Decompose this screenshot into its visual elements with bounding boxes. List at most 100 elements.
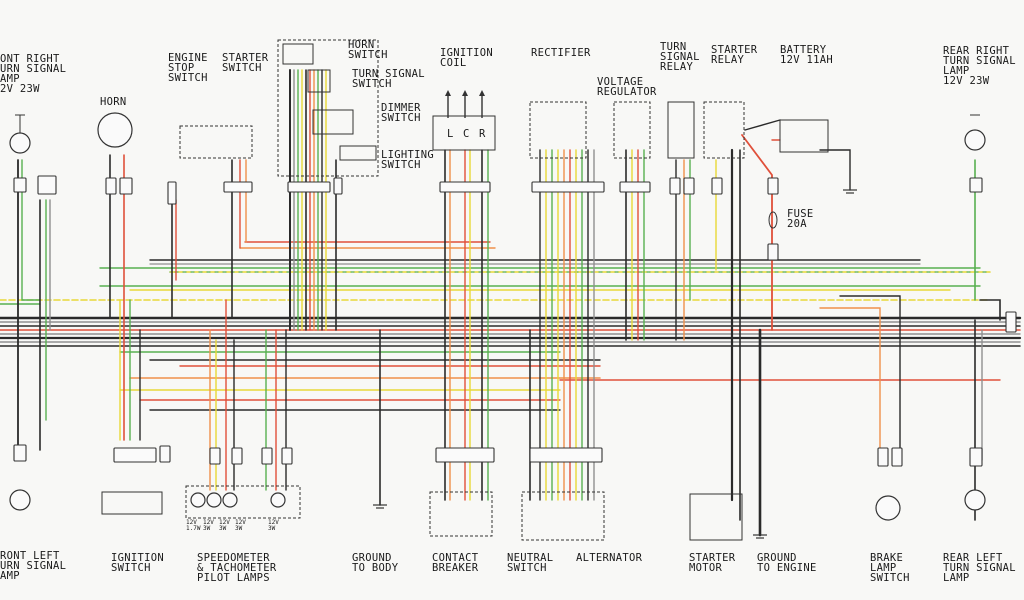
label-neutral-switch: NEUTRAL SWITCH xyxy=(507,552,554,574)
wire-orange xyxy=(819,307,881,451)
wire-black xyxy=(979,299,1001,321)
coil-terminal-r: R xyxy=(479,128,486,140)
connector xyxy=(529,447,603,463)
label-turn-signal-switch: TURN SIGNAL SWITCH xyxy=(352,68,425,90)
connector xyxy=(711,177,723,195)
label-horn-switch: HORN SWITCH xyxy=(348,39,388,61)
label-dimmer-switch: DIMMER SWITCH xyxy=(381,102,421,124)
voltage-regulator-box xyxy=(613,101,651,159)
label-voltage-regulator: VOLTAGE REGULATOR xyxy=(597,76,657,98)
label-ignition-coil: IGNITION COIL xyxy=(440,47,493,69)
connector xyxy=(113,447,157,463)
label-turn-signal-relay: TURN SIGNAL RELAY xyxy=(660,41,700,73)
pilot-lamp-rating-3: 12V 3W xyxy=(219,519,230,532)
dimmer-switch-body xyxy=(312,109,354,135)
label-starter-switch: STARTER SWITCH xyxy=(222,52,269,74)
connector xyxy=(13,177,27,193)
starter-motor-body xyxy=(689,493,743,541)
connector xyxy=(119,177,133,195)
connector xyxy=(439,181,491,193)
label-ground-to-engine: GROUND TO ENGINE xyxy=(757,552,817,574)
label-lighting-switch: LIGHTING SWITCH xyxy=(381,149,434,171)
connector xyxy=(683,177,695,195)
connector xyxy=(767,243,779,261)
coil-terminal-l: L xyxy=(447,128,454,140)
arrow-up-icon xyxy=(479,90,485,96)
lighting-switch-body xyxy=(339,145,377,161)
turn-lamp-icon xyxy=(964,129,986,151)
label-rear-left-turn-signal: REAR LEFT TURN SIGNAL LAMP xyxy=(943,552,1016,584)
wire-black xyxy=(744,119,781,131)
label-fuse: FUSE 20A xyxy=(787,208,814,230)
label-horn: HORN xyxy=(100,96,127,108)
pilot-lamp-icon xyxy=(190,492,206,508)
turn-lamp-icon xyxy=(9,132,31,154)
battery-icon xyxy=(779,119,829,153)
arrow-up-icon xyxy=(462,90,468,96)
connector xyxy=(287,181,331,193)
label-ignition-switch: IGNITION SWITCH xyxy=(111,552,164,574)
turn-signal-relay-body xyxy=(667,101,695,159)
connector xyxy=(969,447,983,467)
handlebar-switch-box xyxy=(277,39,379,177)
connector xyxy=(877,447,889,467)
components xyxy=(9,39,1017,541)
connector xyxy=(531,181,605,193)
wire-harness xyxy=(0,69,1022,537)
horn-icon xyxy=(97,112,133,148)
contact-breaker-box xyxy=(429,491,493,537)
connector xyxy=(223,181,253,193)
brake-lamp-icon xyxy=(875,495,901,521)
label-ground-to-body: GROUND TO BODY xyxy=(352,552,399,574)
connector xyxy=(231,447,243,465)
fuse-icon xyxy=(768,211,778,229)
label-starter-relay: STARTER RELAY xyxy=(711,44,758,66)
pilot-lamp-icon xyxy=(222,492,238,508)
pilot-lamp-rating-2: 12V 3W xyxy=(203,519,214,532)
wire-black xyxy=(839,295,901,451)
label-speedometer-tachometer: SPEEDOMETER & TACHOMETER PILOT LAMPS xyxy=(197,552,277,584)
pilot-lamp-icon xyxy=(270,492,286,508)
turn-lamp-icon xyxy=(9,489,31,511)
connector xyxy=(891,447,903,467)
connector xyxy=(669,177,681,195)
ignition-switch-body xyxy=(101,491,163,515)
pilot-lamp-rating-5: 12V 3W xyxy=(268,519,279,532)
label-rectifier: RECTIFIER xyxy=(531,47,591,59)
connector xyxy=(261,447,273,465)
pilot-lamp-rating-1: 12V 1.7W xyxy=(186,519,201,532)
engine-stop-starter-switch-box xyxy=(179,125,253,159)
label-front-left-turn-signal: RONT LEFT URN SIGNAL AMP xyxy=(0,550,67,582)
connector xyxy=(167,181,177,205)
alternator-box xyxy=(521,491,605,541)
pilot-lamp-rating-4: 12V 3W xyxy=(235,519,246,532)
turn-lamp-icon xyxy=(964,489,986,511)
wire-red xyxy=(741,134,773,331)
connector xyxy=(37,175,57,195)
label-brake-lamp-switch: BRAKE LAMP SWITCH xyxy=(870,552,910,584)
pilot-lamp-icon xyxy=(206,492,222,508)
connector xyxy=(281,447,293,465)
label-engine-stop-switch: ENGINE STOP SWITCH xyxy=(168,52,208,84)
connector xyxy=(969,177,983,193)
connector xyxy=(1005,311,1017,333)
label-contact-breaker: CONTACT BREAKER xyxy=(432,552,479,574)
arrow-up-icon xyxy=(445,90,451,96)
connector xyxy=(333,177,343,195)
rectifier-box xyxy=(529,101,587,159)
label-starter-motor: STARTER MOTOR xyxy=(689,552,736,574)
connector xyxy=(435,447,495,463)
connector xyxy=(767,177,779,195)
coil-terminal-c: C xyxy=(463,128,470,140)
horn-switch-body xyxy=(282,43,314,65)
connector xyxy=(13,444,27,462)
ignition-coil-body xyxy=(432,115,496,151)
connector xyxy=(105,177,117,195)
label-battery: BATTERY 12V 11AH xyxy=(780,44,833,66)
wire-green xyxy=(21,159,41,301)
pilot-lamps-box xyxy=(185,485,301,519)
label-alternator: ALTERNATOR xyxy=(576,552,643,564)
wire-black xyxy=(819,149,851,191)
connector xyxy=(209,447,221,465)
